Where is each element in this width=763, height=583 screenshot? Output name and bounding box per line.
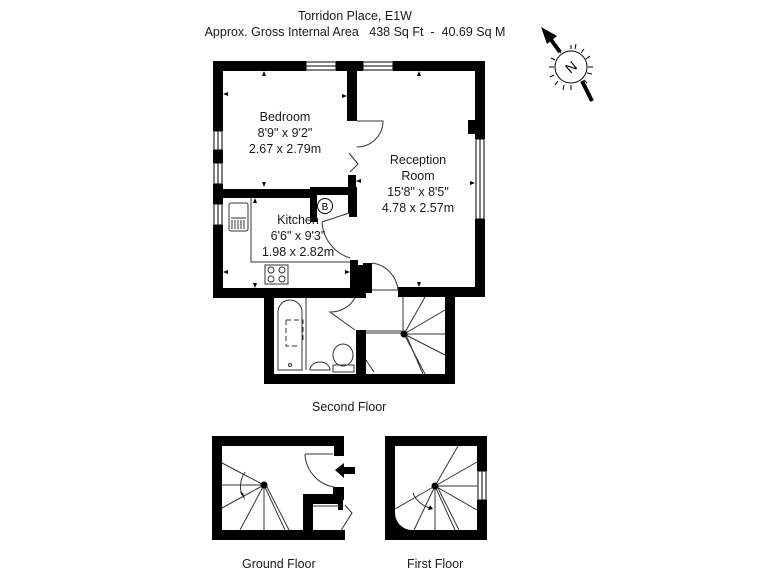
room-name: Bedroom	[259, 110, 311, 124]
first-floor-plan	[385, 436, 487, 540]
staircase-icon	[365, 296, 446, 375]
room-bedroom: Bedroom 8'9" x 9'2" 2.67 x 2.79m	[245, 109, 325, 157]
bath-icon	[277, 299, 303, 371]
address: Torridon Place, E1W	[298, 9, 412, 23]
room-reception: Reception Room 15'8" x 8'5" 4.78 x 2.57m	[378, 152, 458, 216]
room-size-imperial: 6'6" x 9'3"	[270, 229, 326, 243]
north-compass-icon: N	[541, 27, 594, 102]
room-kitchen: Kitchen 6'6" x 9'3" 1.98 x 2.82m	[258, 212, 338, 260]
room-name-line2: Room	[401, 169, 435, 183]
svg-text:B: B	[322, 202, 329, 213]
entrance-arrow-icon	[335, 463, 355, 478]
room-name: Reception	[389, 153, 447, 167]
room-size-metric: 1.98 x 2.82m	[261, 245, 335, 259]
basin-icon	[309, 361, 331, 371]
gross-internal-area: Approx. Gross Internal Area 438 Sq Ft - …	[204, 25, 506, 39]
room-size-metric: 4.78 x 2.57m	[381, 201, 455, 215]
sink-icon	[228, 202, 249, 232]
floor-label-first: First Floor	[407, 557, 464, 571]
ground-floor-plan	[212, 436, 355, 540]
toilet-icon	[332, 343, 354, 367]
boiler-icon	[317, 198, 333, 214]
room-name: Kitchen	[277, 213, 319, 227]
second-floor-plan: B	[213, 61, 485, 384]
room-size-imperial: 15'8" x 8'5"	[387, 185, 449, 199]
plan-title: Torridon Place, E1W Approx. Gross Intern…	[190, 8, 520, 40]
room-size-metric: 2.67 x 2.79m	[248, 142, 322, 156]
floor-label-second: Second Floor	[312, 400, 387, 414]
hob-icon	[264, 264, 289, 285]
room-size-imperial: 8'9" x 9'2"	[257, 126, 313, 140]
floor-label-ground: Ground Floor	[242, 557, 316, 571]
